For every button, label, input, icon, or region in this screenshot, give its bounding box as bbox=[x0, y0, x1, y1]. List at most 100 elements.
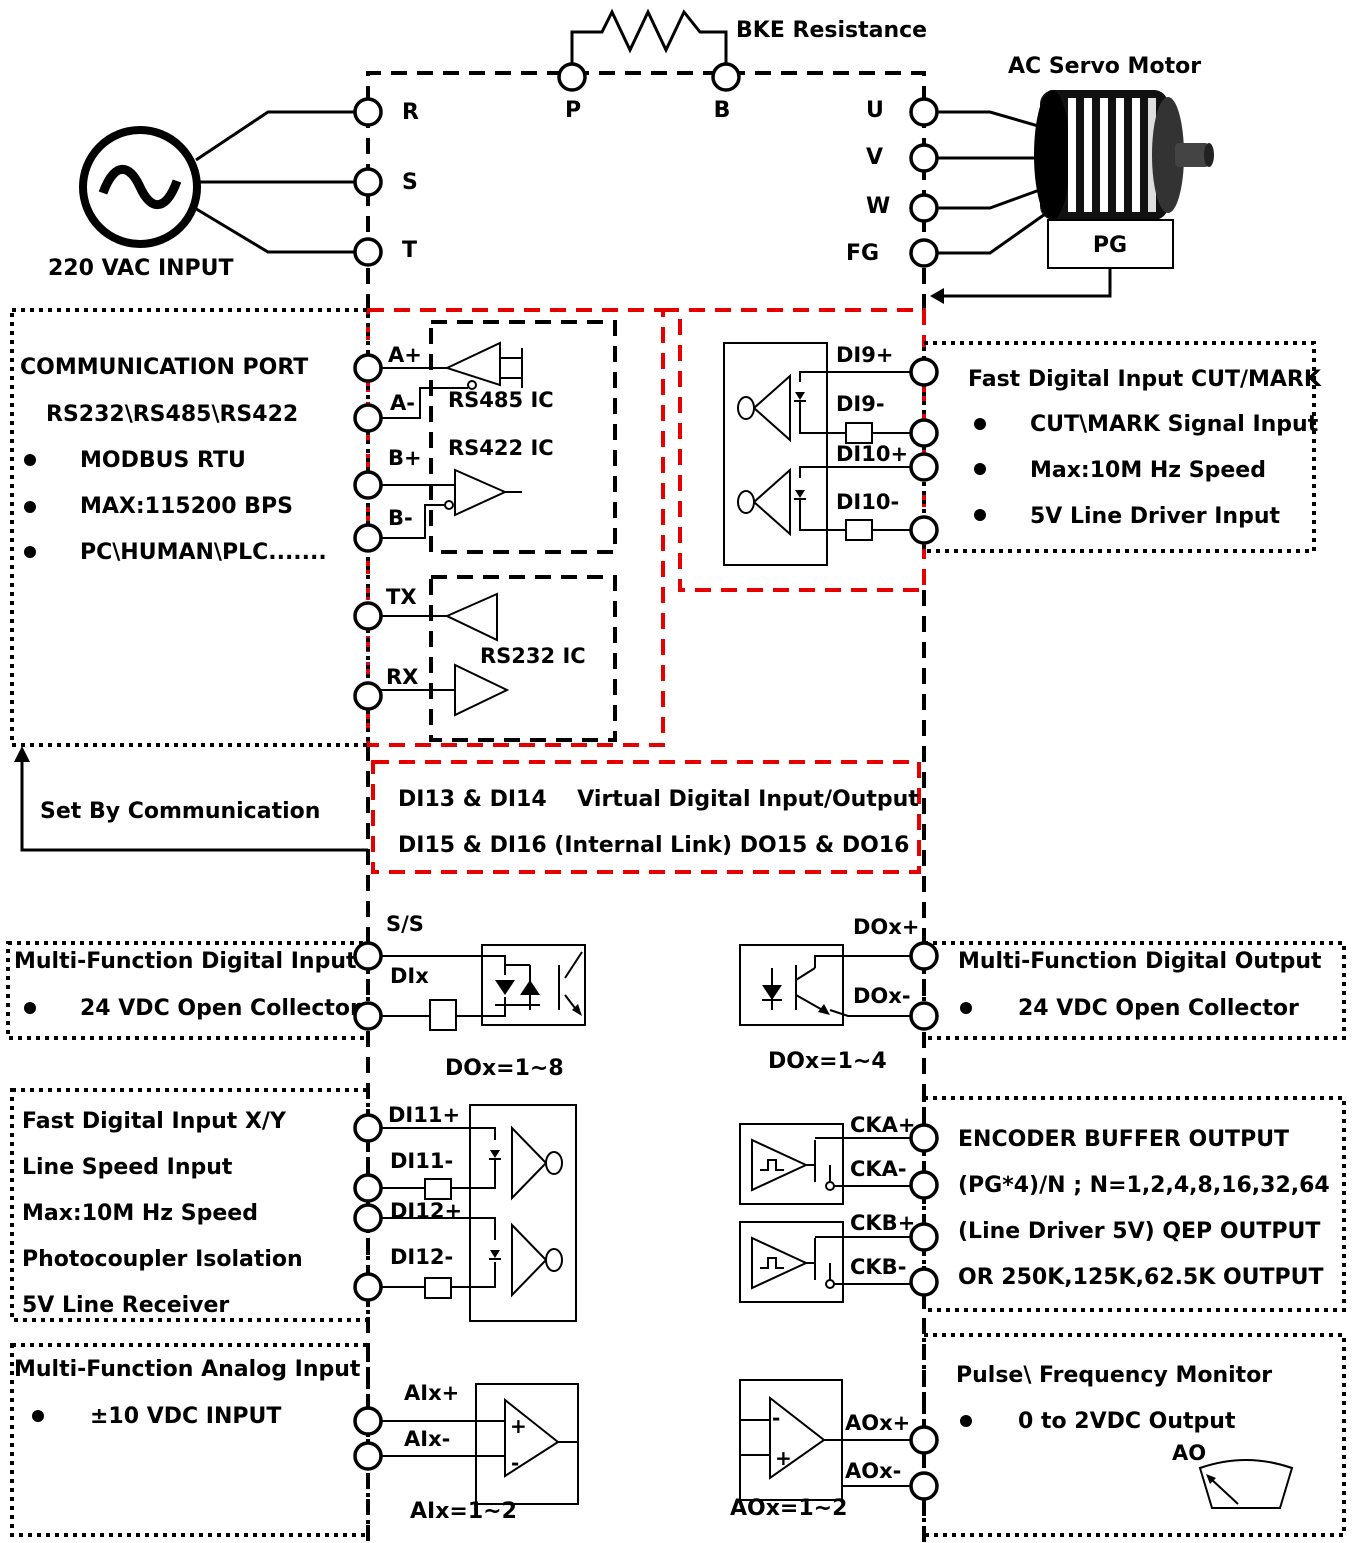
terminal-tx bbox=[353, 601, 383, 631]
fast-cut-amp-2-icon bbox=[752, 467, 791, 537]
mf-dout-count: DOx=1~4 bbox=[768, 1049, 887, 1074]
svg-text:-: - bbox=[772, 1406, 780, 1430]
terminal-b-plus bbox=[353, 470, 383, 500]
svg-text:-: - bbox=[511, 1451, 519, 1475]
terminal-ckb-minus bbox=[909, 1267, 939, 1297]
terminal-di10-plus-label: DI10+ bbox=[836, 442, 908, 466]
terminal-a-minus-label: A- bbox=[390, 391, 415, 415]
terminal-ckb-plus-label: CKB+ bbox=[850, 1211, 915, 1235]
terminal-r bbox=[353, 97, 383, 127]
virtual-line-2: DI15 & DI16 (Internal Link) DO15 & DO16 bbox=[398, 833, 909, 858]
terminal-rx-label: RX bbox=[386, 665, 418, 689]
analog-out-title: Pulse\ Frequency Monitor bbox=[956, 1363, 1272, 1388]
mf-din-bullet-1: 24 VDC Open Collector bbox=[80, 996, 361, 1021]
terminal-p bbox=[557, 62, 587, 92]
terminal-b-plus-label: B+ bbox=[388, 446, 422, 470]
terminal-di10-minus-label: DI10- bbox=[836, 490, 899, 514]
analog-in-count: AIx=1~2 bbox=[410, 1499, 517, 1524]
terminal-aix-minus bbox=[353, 1441, 383, 1471]
comm-bullet-1: MODBUS RTU bbox=[80, 448, 246, 473]
analog-output-section: Pulse\ Frequency Monitor 0 to 2VDC Outpu… bbox=[730, 1333, 1346, 1537]
analog-in-opamp-icon bbox=[504, 1397, 560, 1478]
terminal-p-label: P bbox=[565, 98, 581, 123]
fast-cut-amp-1-icon bbox=[752, 373, 791, 443]
communication-section: COMMUNICATION PORT RS232\RS485\RS422 MOD… bbox=[10, 308, 586, 852]
terminal-a-plus-label: A+ bbox=[388, 343, 422, 367]
encoder-b-driver-icon bbox=[751, 1236, 809, 1290]
rs232-ic-label: RS232 IC bbox=[480, 644, 586, 668]
terminal-dox-plus bbox=[909, 941, 939, 971]
terminal-a-minus bbox=[353, 403, 383, 433]
terminal-aox-minus bbox=[909, 1471, 939, 1501]
mf-din-title: Multi-Function Digital Input bbox=[14, 949, 357, 974]
fast-xy-line-2: Line Speed Input bbox=[22, 1155, 233, 1180]
svg-text:+: + bbox=[510, 1414, 527, 1438]
terminal-u bbox=[909, 97, 939, 127]
terminal-di9-minus-label: DI9- bbox=[836, 392, 885, 416]
terminal-w bbox=[909, 193, 939, 223]
virtual-line-1: DI13 & DI14 Virtual Digital Input/Output bbox=[398, 787, 919, 812]
terminal-aix-plus-label: AIx+ bbox=[404, 1381, 459, 1405]
terminal-b-minus bbox=[353, 523, 383, 553]
terminal-t-label: T bbox=[402, 238, 417, 263]
analog-out-bullet-1: 0 to 2VDC Output bbox=[1018, 1409, 1236, 1434]
ac-source: R S T 220 VAC INPUT bbox=[48, 97, 419, 281]
digital-input-section: Multi-Function Digital Input 24 VDC Open… bbox=[6, 912, 586, 1081]
rs232-tx-amplifier-icon bbox=[444, 592, 498, 642]
set-by-communication-label: Set By Communication bbox=[40, 799, 320, 824]
terminal-b bbox=[711, 62, 741, 92]
terminal-di12-plus-label: DI12+ bbox=[390, 1199, 462, 1223]
terminal-cka-minus-label: CKA- bbox=[850, 1157, 907, 1181]
analog-out-opamp-icon bbox=[769, 1395, 826, 1480]
fast-cut-bullet-3: 5V Line Driver Input bbox=[1030, 504, 1280, 529]
terminal-v bbox=[909, 143, 939, 173]
terminal-di12-minus bbox=[353, 1272, 383, 1302]
fast-xy-section: Fast Digital Input X/Y Line Speed Input … bbox=[10, 1088, 577, 1322]
comm-subtitle: RS232\RS485\RS422 bbox=[46, 402, 298, 427]
terminal-di11-minus bbox=[353, 1173, 383, 1203]
comm-bullet-3: PC\HUMAN\PLC....... bbox=[80, 540, 327, 565]
fast-cut-mark-section: Fast Digital Input CUT/MARK CUT\MARK Sig… bbox=[723, 341, 1322, 566]
terminal-fg-label: FG bbox=[846, 241, 879, 266]
terminal-cka-minus bbox=[909, 1170, 939, 1200]
terminal-di12-plus bbox=[353, 1203, 383, 1233]
meter-label: AO bbox=[1172, 1441, 1206, 1465]
terminal-di9-plus bbox=[909, 357, 939, 387]
encoder-line-3: (Line Driver 5V) QEP OUTPUT bbox=[958, 1219, 1320, 1244]
terminal-a-plus bbox=[353, 353, 383, 383]
ac-input-label: 220 VAC INPUT bbox=[48, 256, 234, 281]
terminal-ckb-plus bbox=[909, 1222, 939, 1252]
terminal-di11-plus bbox=[353, 1113, 383, 1143]
terminal-aox-plus bbox=[909, 1425, 939, 1455]
encoder-line-1: ENCODER BUFFER OUTPUT bbox=[958, 1127, 1289, 1152]
rs485-amplifier-icon bbox=[444, 341, 501, 387]
fast-xy-line-1: Fast Digital Input X/Y bbox=[22, 1109, 287, 1134]
terminal-dox-minus-label: DOx- bbox=[853, 984, 911, 1008]
terminal-aox-minus-label: AOx- bbox=[845, 1459, 901, 1483]
comm-title: COMMUNICATION PORT bbox=[20, 355, 308, 380]
comm-bullet-2: MAX:115200 BPS bbox=[80, 494, 293, 519]
encoder-a-driver-icon bbox=[751, 1138, 809, 1192]
terminal-rx bbox=[353, 681, 383, 711]
mf-dout-title: Multi-Function Digital Output bbox=[958, 949, 1322, 974]
fast-cut-bullet-1: CUT\MARK Signal Input bbox=[1030, 412, 1319, 437]
terminal-dix-label: DIx bbox=[390, 964, 429, 988]
terminal-di12-minus-label: DI12- bbox=[390, 1245, 453, 1269]
terminal-di9-plus-label: DI9+ bbox=[836, 343, 893, 367]
encoder-line-4: OR 250K,125K,62.5K OUTPUT bbox=[958, 1265, 1324, 1290]
encoder-output-section: ENCODER BUFFER OUTPUT (PG*4)/N ; N=1,2,4… bbox=[739, 1096, 1346, 1312]
terminal-v-label: V bbox=[866, 145, 883, 170]
encoder-line-2: (PG*4)/N ; N=1,2,4,8,16,32,64 bbox=[958, 1173, 1330, 1198]
terminal-di10-minus bbox=[909, 515, 939, 545]
terminal-b-minus-label: B- bbox=[388, 506, 413, 530]
terminal-aix-minus-label: AIx- bbox=[404, 1427, 450, 1451]
fast-xy-amp-2-icon bbox=[511, 1222, 548, 1298]
terminal-s-label: S bbox=[402, 170, 418, 195]
fast-xy-line-5: 5V Line Receiver bbox=[22, 1293, 229, 1318]
terminal-di11-minus-label: DI11- bbox=[390, 1149, 453, 1173]
servo-motor-icon bbox=[1034, 90, 1214, 220]
terminal-w-label: W bbox=[866, 194, 890, 219]
resistor-label: BKE Resistance bbox=[736, 18, 927, 43]
motor-output: U V W FG AC Servo Motor PG bbox=[846, 54, 1214, 304]
